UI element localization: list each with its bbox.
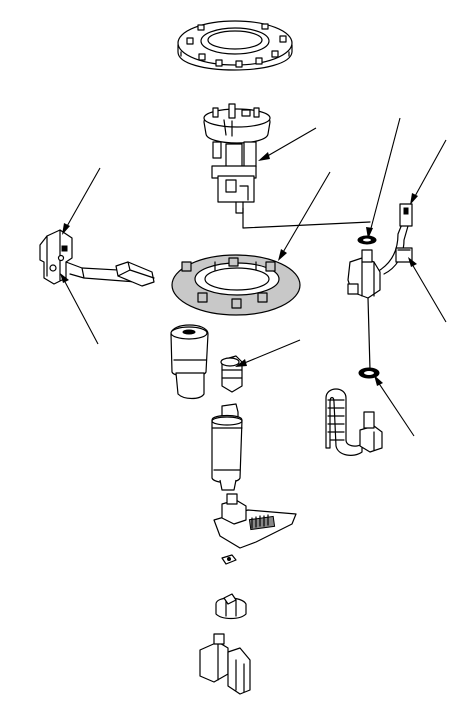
level-sensor [39,229,155,287]
wire-harness [379,203,413,275]
strainer [213,493,297,549]
o-ring-upper [357,235,377,245]
fuel-pump [211,403,243,491]
leader-lines [60,117,447,437]
connector-housing [199,633,251,695]
pressure-regulator [347,249,381,371]
pump-module-cap [203,103,371,229]
base-ring [171,254,301,316]
fuel-filter [170,324,209,400]
fuel-hose [325,388,383,456]
o-ring-lower [358,367,380,379]
mounting-flange [177,20,293,71]
retainer [215,593,247,620]
small-clip [221,554,237,565]
pump-cushion [220,355,243,393]
